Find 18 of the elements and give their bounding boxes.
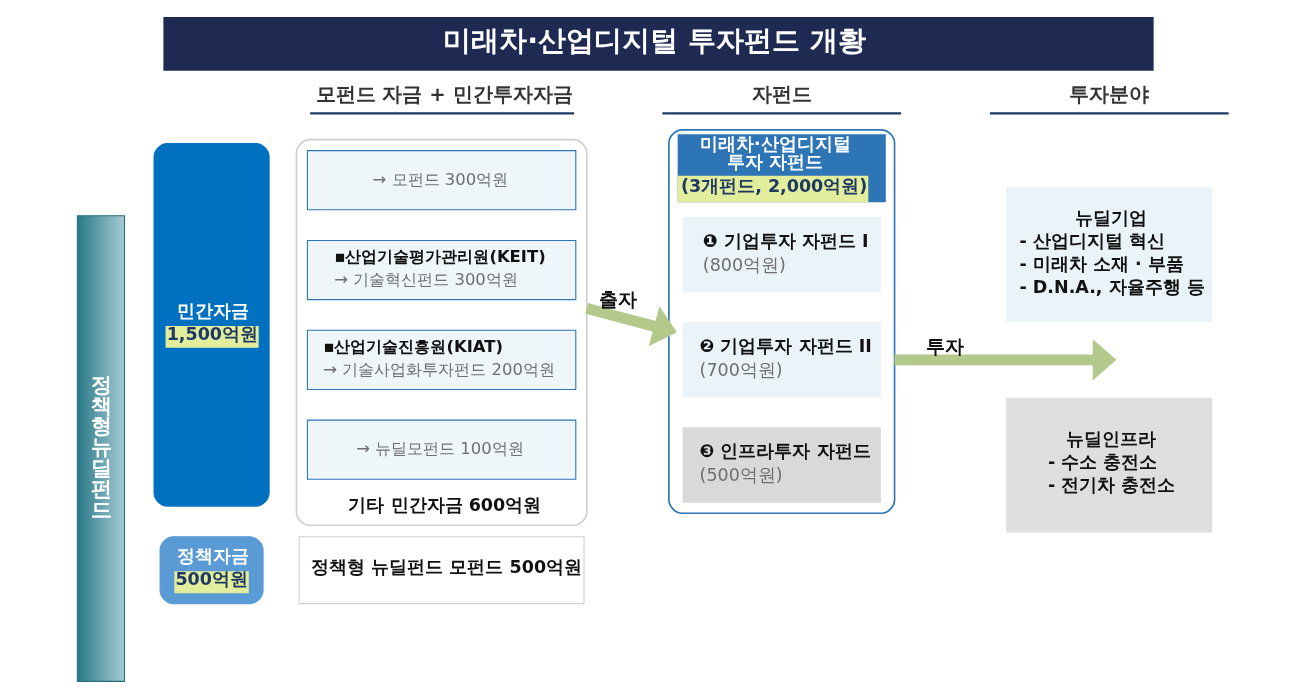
- label: 모펀드 자금 + 민간투자자금: [315, 82, 573, 106]
- node-box: ▪산업기술진흥원(KIAT) → 기술사업화투자펀드 200억원: [306, 329, 576, 390]
- node-box: 정책형뉴딜펀드: [76, 215, 125, 682]
- node-box: 뉴딜인프라 - 수소 충전소 - 전기차 충전소: [1005, 397, 1212, 533]
- label: 투자분야: [1068, 82, 1149, 106]
- diagram-title: 미래차·산업디지털 투자펀드 개황: [442, 24, 866, 58]
- label: 자펀드: [751, 82, 812, 106]
- node-box: 민간자금 1,500억원: [153, 143, 270, 507]
- node-box: 정책형 뉴딜펀드 모펀드 500억원: [298, 536, 585, 605]
- edge-label: 투자: [925, 335, 964, 357]
- node-box: → 뉴딜모펀드 100억원: [306, 419, 576, 480]
- arrow: [584, 303, 677, 347]
- node-box: ▪산업기술평가관리원(KEIT) → 기술혁신펀드 300억원: [306, 239, 576, 301]
- edge-label: 출자: [598, 288, 637, 310]
- node-box: → 모펀드 300억원: [306, 150, 576, 211]
- node-box: 정책자금 500억원: [159, 536, 264, 605]
- node-box: ❸ 인프라투자 자펀드 (500억원): [682, 427, 881, 503]
- arrow: [894, 339, 1116, 381]
